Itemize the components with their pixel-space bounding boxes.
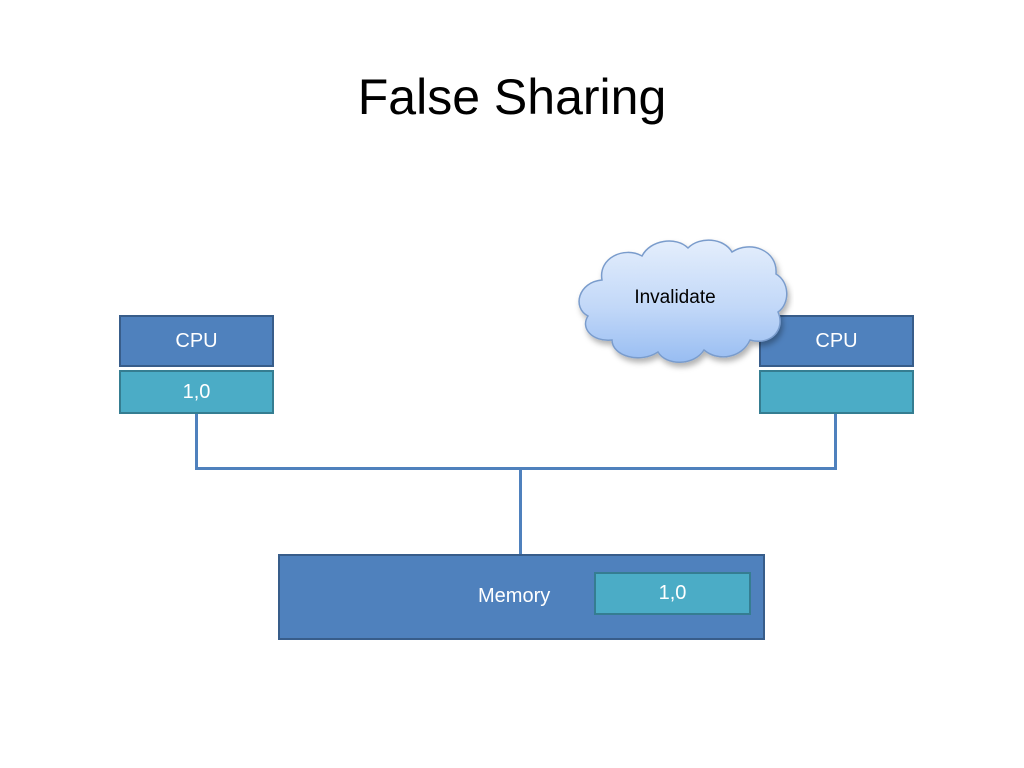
cpu-left: CPU — [119, 315, 274, 367]
bus-line — [195, 467, 837, 470]
cpu-right-label: CPU — [815, 329, 858, 352]
memory-label: Memory — [478, 585, 551, 607]
cpu-right: CPU — [759, 315, 914, 367]
cache-left: 1,0 — [119, 370, 274, 414]
cache-right — [759, 370, 914, 414]
cpu-left-label: CPU — [175, 329, 218, 352]
slide-title: False Sharing — [357, 69, 667, 125]
cache-left-value: 1,0 — [182, 380, 211, 403]
memory-cell-value: 1,0 — [658, 582, 687, 604]
right-cache-connector — [834, 413, 837, 470]
memory-cell: 1,0 — [594, 572, 751, 615]
invalidate-cloud-icon — [578, 239, 788, 363]
cloud-label: Invalidate — [634, 287, 716, 308]
memory-connector — [519, 467, 522, 555]
left-cache-connector — [195, 413, 198, 470]
